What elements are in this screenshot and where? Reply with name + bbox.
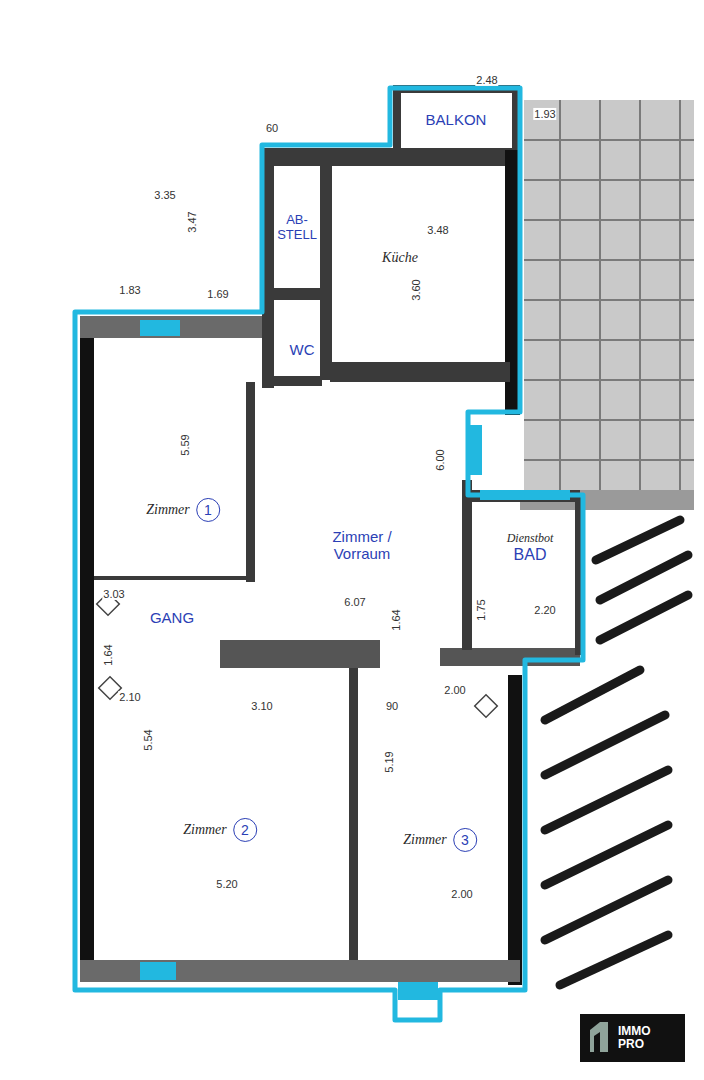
dimension-label: 1.75	[475, 598, 487, 621]
dimension-label: 2.00	[450, 888, 473, 900]
wall	[80, 316, 262, 338]
callout-text: 1	[204, 502, 212, 518]
dimension-label: 90	[385, 700, 399, 712]
hatch-line	[545, 825, 668, 885]
hatch-line	[545, 770, 668, 830]
logo-text: IMMO PRO	[618, 1025, 662, 1051]
hatch-line	[596, 520, 680, 560]
dimension-label: 6.00	[434, 448, 446, 471]
label-text: WC	[290, 341, 315, 358]
room-label: GANG	[150, 609, 194, 626]
dimension-label: 5.59	[179, 433, 191, 456]
dimension-label: 1.64	[390, 608, 402, 631]
room-label: Zimmer3	[403, 832, 447, 848]
callout-text: 3	[461, 832, 469, 848]
dimension-label: 60	[265, 122, 279, 134]
dimension-label: 2.00	[443, 684, 466, 696]
label-text: Zimmer	[183, 822, 227, 838]
door-symbols	[97, 593, 498, 718]
wall	[440, 648, 580, 666]
window	[470, 425, 482, 475]
hatch-line	[545, 715, 665, 775]
wall	[262, 148, 520, 166]
dimension-label: 6.07	[343, 596, 366, 608]
room-label: Zimmer / Vorraum	[320, 528, 404, 563]
wall	[94, 576, 250, 580]
hatch-line	[545, 670, 640, 720]
outline-trace	[75, 88, 583, 1020]
callout-number: 2	[233, 818, 257, 842]
label-text: BALKON	[426, 111, 487, 128]
label-text: BAD	[507, 546, 554, 564]
door-symbol	[475, 695, 498, 718]
dimension-label: 1.69	[206, 288, 229, 300]
dimension-label: 3.03	[102, 588, 125, 600]
room-label: Zimmer2	[183, 822, 227, 838]
stair-fill	[524, 100, 694, 490]
dimension-label: 2.20	[533, 604, 556, 616]
logo-box	[580, 1014, 685, 1062]
callout-number: 1	[196, 498, 220, 522]
label-text: Zimmer	[146, 502, 190, 518]
wall	[80, 320, 94, 982]
hatching	[545, 520, 688, 985]
dimension-label: 2.10	[118, 691, 141, 703]
wall	[508, 675, 522, 985]
hatch-line	[560, 935, 668, 985]
wall	[462, 480, 472, 650]
label-text: Zimmer / Vorraum	[320, 528, 404, 563]
walls	[80, 85, 585, 985]
dimension-label: 3.48	[426, 224, 449, 236]
room-label: DienstbotBAD	[507, 532, 554, 564]
dimension-label: 3.35	[153, 189, 176, 201]
label-text: Zimmer	[403, 832, 447, 848]
stair-grid	[524, 100, 694, 490]
dimension-label: 1.93	[533, 108, 556, 120]
dimension-label: 1.83	[118, 284, 141, 296]
label-text: AB- STELL	[275, 213, 319, 243]
room-label: AB- STELL	[275, 213, 319, 243]
windows	[140, 320, 570, 1000]
room-label: BALKON	[426, 111, 487, 128]
room-label: Zimmer1	[146, 502, 190, 518]
wall	[246, 382, 255, 582]
dimension-label: 3.60	[410, 278, 422, 301]
wall	[330, 362, 510, 382]
dimension-label: 3.47	[186, 210, 198, 233]
wall	[349, 668, 358, 968]
logo-icon	[590, 1022, 608, 1052]
dimension-label: 2.48	[475, 74, 498, 86]
callout-text: 2	[241, 822, 249, 838]
dimension-label: 1.64	[102, 643, 114, 666]
dimension-label: 5.19	[383, 750, 395, 773]
label-text: GANG	[150, 609, 194, 626]
label-text: IMMO PRO	[618, 1025, 662, 1051]
room-label: Küche	[382, 250, 418, 266]
window	[140, 320, 180, 336]
label-text: Küche	[382, 250, 418, 266]
window	[140, 962, 176, 980]
hatch-line	[545, 880, 668, 940]
wall	[274, 376, 322, 386]
callout-number: 3	[453, 828, 477, 852]
dimension-label: 3.10	[250, 700, 273, 712]
wall	[320, 165, 332, 380]
stair-area	[520, 100, 694, 510]
window	[398, 982, 438, 1000]
wall	[80, 960, 520, 982]
wall	[220, 640, 380, 668]
label-text: Dienstbot	[507, 532, 554, 546]
hatch-line	[600, 595, 688, 640]
room-label: WC	[290, 341, 315, 358]
wall	[393, 85, 401, 150]
wall	[274, 288, 322, 300]
dimension-label: 5.20	[215, 878, 238, 890]
hatch-line	[600, 555, 688, 600]
dimension-label: 5.54	[142, 728, 154, 751]
